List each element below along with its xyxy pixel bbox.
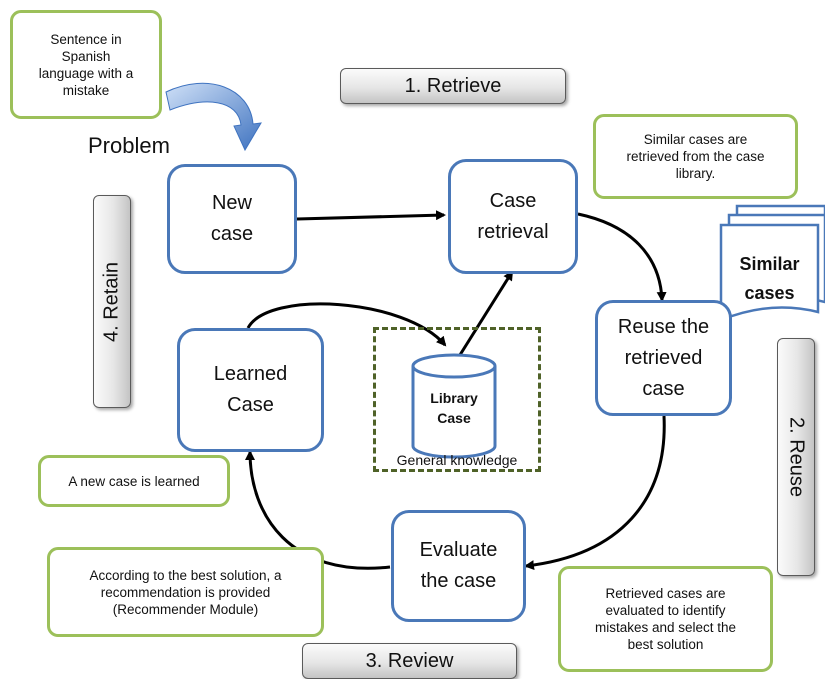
stage-reuse-label: 2. Reuse (785, 416, 808, 498)
stage-retrieve: 1. Retrieve (340, 68, 566, 104)
note-similar-retrieved: Similar cases are retrieved from the cas… (593, 114, 798, 199)
arrow-new-to-retrieval (296, 210, 446, 221)
general-knowledge-container (373, 327, 541, 472)
node-case-retrieval: Case retrieval (448, 159, 578, 274)
note-sentence: Sentence in Spanish language with a mist… (10, 10, 162, 119)
documents-stack-icon (719, 204, 825, 322)
note-evaluated: Retrieved cases are evaluated to identif… (558, 566, 773, 672)
node-evaluate-case: Evaluate the case (391, 510, 526, 622)
stage-review: 3. Review (302, 643, 517, 679)
node-new-case: New case (167, 164, 297, 274)
stage-review-label: 3. Review (365, 649, 454, 672)
library-case-label: Library Case (430, 390, 478, 426)
library-cylinder-icon (411, 353, 497, 459)
node-learned-case: Learned Case (177, 328, 324, 452)
arrow-retrieval-to-reuse (577, 212, 667, 302)
arrow-reuse-to-evaluate (524, 415, 666, 571)
stage-retain-label: 4. Retain (100, 261, 123, 342)
similar-cases-label: Similar cases (739, 254, 800, 303)
note-recommendation: According to the best solution, a recomm… (47, 547, 324, 637)
general-knowledge-label: General knowledge (396, 452, 518, 468)
stage-retrieve-label: 1. Retrieve (404, 74, 502, 97)
stage-retain: 4. Retain (93, 195, 131, 408)
arrow-evaluate-to-learned (245, 450, 391, 570)
stage-reuse: 2. Reuse (777, 338, 815, 576)
problem-label: Problem (88, 133, 170, 158)
node-reuse-case: Reuse the retrieved case (595, 300, 732, 416)
note-new-learned: A new case is learned (38, 455, 230, 507)
curved-arrow-to-problem (165, 82, 262, 152)
